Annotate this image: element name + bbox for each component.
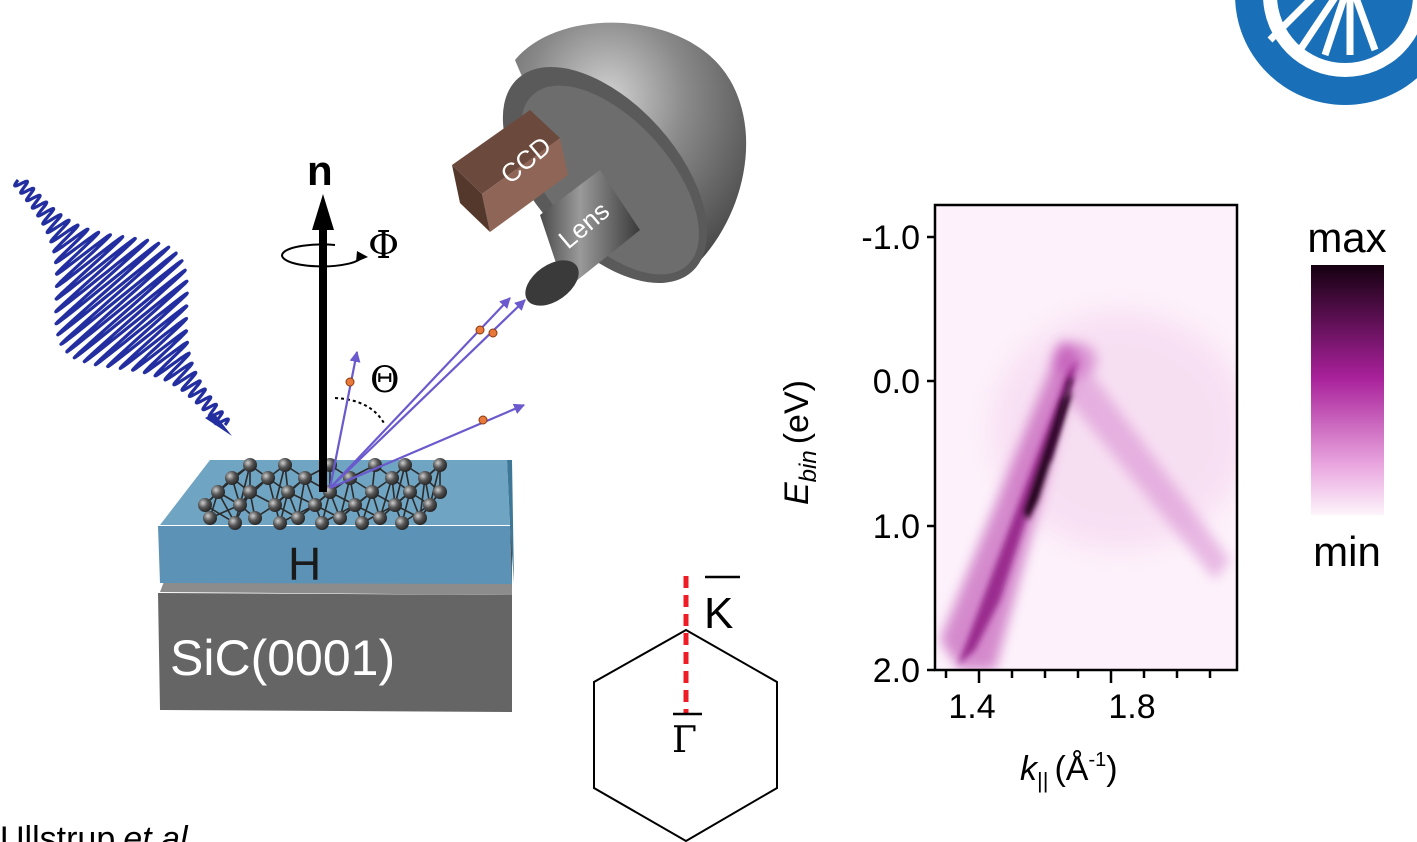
graphene-atom (368, 458, 382, 472)
y-tick-label: -1.0 (861, 219, 920, 257)
colorbar: max min (1307, 214, 1386, 575)
graphene-atom (398, 458, 412, 472)
light-pulse (13, 179, 232, 436)
graphene-atom (315, 516, 329, 530)
graphene-atom (433, 458, 447, 472)
graphene-atom (281, 485, 295, 499)
colorbar-min-label: min (1313, 528, 1381, 575)
graphene-atom (403, 485, 417, 499)
electron-analyzer: Lens CCD (452, 22, 747, 306)
brillouin-zone: K Γ (593, 575, 778, 842)
graphene-atom (261, 471, 275, 485)
arpes-intensity-map: -1.0 0.0 1.0 2.0 1.4 1.8 k||(Å-1) Ebin(e… (778, 203, 1239, 793)
k-point-label: K (704, 589, 733, 638)
polar-label: Θ (370, 360, 400, 401)
graphene-atom (423, 498, 437, 512)
azimuth-label: Φ (368, 223, 399, 267)
y-tick-label: 1.0 (873, 508, 920, 546)
graphene-atom (298, 471, 312, 485)
hydrogen-layer: H (158, 460, 514, 590)
x-tick-label: 1.8 (1108, 688, 1155, 726)
institution-logo (1235, 0, 1417, 105)
graphene-atom (248, 511, 262, 525)
graphene-atom (418, 471, 432, 485)
graphene-atom (348, 498, 362, 512)
graphene-atom (395, 516, 409, 530)
polar-angle-marker: Θ (334, 360, 400, 426)
graphene-atom (203, 511, 217, 525)
y-axis-label: Ebin(eV) (778, 380, 822, 505)
graphene-atom (355, 516, 369, 530)
graphene-atom (233, 498, 247, 512)
y-axis-ticks (927, 235, 935, 672)
graphene-atom (433, 485, 447, 499)
azimuth-rotation-icon: Φ (281, 223, 399, 268)
graphene-atom (273, 516, 287, 530)
graphene-atom (388, 498, 402, 512)
graphene-atom (198, 498, 212, 512)
y-tick-label: 2.0 (873, 652, 920, 690)
graphene-atom (243, 458, 257, 472)
graphene-atom (268, 498, 282, 512)
y-tick-label: 0.0 (873, 363, 920, 401)
graphene-atom (225, 471, 239, 485)
graphene-atom (365, 485, 379, 499)
graphene-atom (308, 498, 322, 512)
x-axis-label: k||(Å-1) (1020, 749, 1118, 793)
photoelectron-trajectories (328, 297, 526, 490)
graphene-atom (291, 511, 305, 525)
graphene-atom (413, 511, 427, 525)
normal-label: n (307, 147, 333, 194)
electrons (345, 325, 498, 425)
graphene-atom (373, 511, 387, 525)
graphene-atom (211, 485, 225, 499)
x-axis-ticks (944, 670, 1212, 683)
graphene-atom (278, 458, 292, 472)
surface-normal-arrow: n (307, 147, 334, 492)
colorbar-max-label: max (1307, 214, 1386, 261)
graphene-atom (385, 471, 399, 485)
x-tick-label: 1.4 (948, 688, 995, 726)
graphene-atom (243, 485, 257, 499)
gamma-point-label: Γ (672, 720, 697, 761)
graphene-atom (333, 511, 347, 525)
graphene-atom (228, 516, 242, 530)
substrate-label: SiC(0001) (170, 630, 395, 686)
layer-label: H (288, 538, 321, 590)
